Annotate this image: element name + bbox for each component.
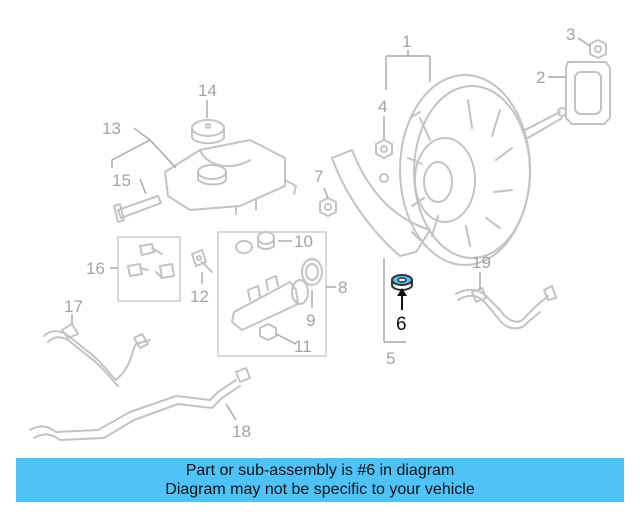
grommet-part-6[interactable] — [391, 274, 413, 291]
callout-3[interactable]: 3 — [566, 25, 575, 44]
master-cylinder-part-8[interactable] — [231, 231, 323, 341]
banner-line-disclaimer: Diagram may not be specific to your vehi… — [165, 481, 475, 498]
nut-part-4[interactable] — [375, 139, 393, 159]
callout-19[interactable]: 19 — [472, 253, 491, 272]
sensor-part-12[interactable] — [191, 249, 213, 273]
callout-14[interactable]: 14 — [198, 81, 217, 100]
sensor-wire-part-19[interactable] — [455, 285, 557, 330]
callout-15[interactable]: 15 — [112, 171, 131, 190]
brake-line-part-17[interactable] — [43, 323, 151, 387]
callout-6[interactable]: 6 — [396, 314, 407, 335]
callout-11[interactable]: 11 — [294, 337, 312, 356]
brake-booster[interactable] — [399, 74, 567, 266]
brake-line-part-18[interactable] — [29, 367, 251, 441]
master-cylinder-frame — [217, 231, 327, 357]
pin-part-15[interactable] — [113, 195, 162, 223]
gasket-part-2[interactable] — [565, 61, 611, 125]
parts-diagram: 1 2 3 4 5 6 7 8 9 10 11 12 13 14 15 16 1… — [29, 25, 611, 441]
callout-13[interactable]: 13 — [102, 119, 121, 138]
nut-part-7[interactable] — [319, 197, 337, 217]
callout-7[interactable]: 7 — [314, 167, 323, 186]
sensor-group-part-16[interactable] — [117, 236, 181, 302]
info-banner: Part or sub-assembly is #6 in diagram Di… — [16, 458, 624, 502]
reservoir-part-13[interactable] — [164, 139, 297, 215]
callout-12[interactable]: 12 — [190, 287, 209, 306]
nut-part-3[interactable] — [589, 39, 607, 59]
callout-9[interactable]: 9 — [306, 311, 315, 330]
callout-17[interactable]: 17 — [64, 297, 83, 316]
callout-2[interactable]: 2 — [536, 68, 545, 87]
callout-16[interactable]: 16 — [86, 259, 105, 278]
callout-8[interactable]: 8 — [338, 278, 347, 297]
callouts: 1 2 3 4 5 6 7 8 9 10 11 12 13 14 15 16 1… — [64, 25, 575, 441]
callout-10[interactable]: 10 — [294, 232, 313, 251]
callout-5[interactable]: 5 — [386, 349, 395, 368]
banner-line-part-number: Part or sub-assembly is #6 in diagram — [185, 462, 455, 479]
leader-lines — [71, 37, 591, 421]
callout-18[interactable]: 18 — [232, 422, 251, 441]
callout-4[interactable]: 4 — [378, 97, 387, 116]
shield-part-5[interactable] — [331, 149, 431, 257]
callout-1[interactable]: 1 — [402, 32, 411, 51]
cap-part-14[interactable] — [191, 119, 225, 145]
